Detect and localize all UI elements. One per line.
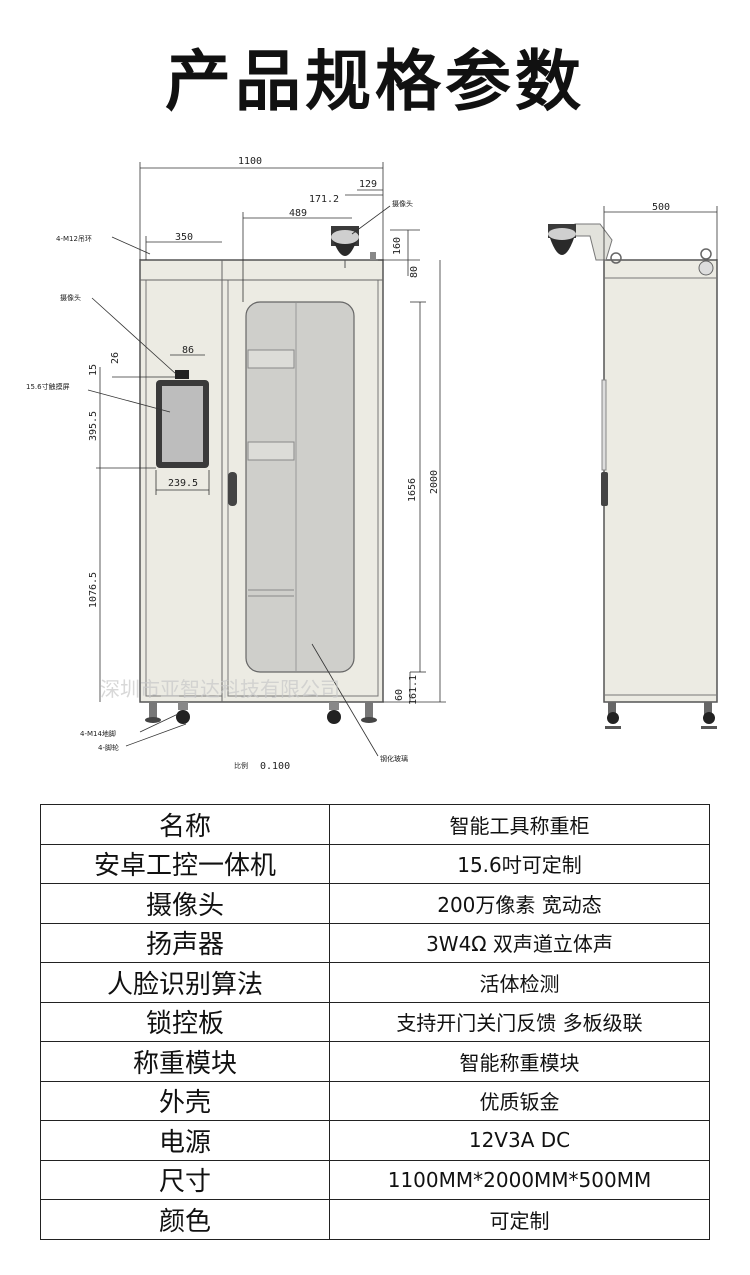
dim-depth: 500	[652, 202, 670, 213]
spec-value: 活体检测	[329, 962, 710, 1003]
side-handle	[601, 472, 608, 506]
dim-total-height: 2000	[429, 470, 440, 494]
dim-camera-offset: 171.2	[309, 194, 339, 205]
glass-window	[245, 301, 355, 673]
spec-name: 人脸识别算法	[40, 962, 330, 1003]
dim-screen-top-a: 26	[110, 352, 121, 364]
table-row: 外壳优质钣金	[40, 1080, 710, 1121]
dim-screen-top-b: 15	[88, 364, 99, 376]
spec-name: 尺寸	[40, 1159, 330, 1200]
side-body	[603, 259, 718, 703]
watermark: 深圳市亚智达科技有限公司	[100, 677, 340, 701]
table-row: 锁控板支持开门关门反馈 多板级联	[40, 1001, 710, 1042]
wheel	[327, 710, 341, 724]
technical-drawing: 1100 171.2 129 489 350 86 239.5 160 80 1…	[26, 156, 718, 772]
page-title: 产品规格参数	[165, 43, 585, 120]
dim-bottom-height: 1076.5	[88, 572, 99, 608]
spec-name: 名称	[40, 804, 330, 845]
dim-door-bottom: 161.1	[408, 675, 419, 705]
table-row: 颜色可定制	[40, 1199, 710, 1240]
label-camera-front: 摄像头	[60, 293, 81, 302]
table-row: 称重模块智能称重模块	[40, 1041, 710, 1082]
side-wheel	[703, 712, 715, 724]
front-view	[139, 226, 384, 724]
spec-value: 1100MM*2000MM*500MM	[329, 1159, 710, 1200]
shelf	[247, 349, 295, 369]
side-wheel	[607, 712, 619, 724]
spec-name: 锁控板	[40, 1001, 330, 1042]
dim-width: 1100	[238, 156, 262, 167]
side-view	[548, 223, 718, 729]
spec-value: 支持开门关门反馈 多板级联	[329, 1001, 710, 1042]
spec-name: 扬声器	[40, 922, 330, 963]
spec-name: 安卓工控一体机	[40, 843, 330, 884]
label-wheels: 4-脚轮	[98, 743, 119, 752]
door-handle	[228, 472, 237, 506]
dim-camera-height: 160	[392, 237, 403, 255]
dim-screen-height: 395.5	[88, 411, 99, 441]
table-row: 人脸识别算法活体检测	[40, 962, 710, 1003]
top-camera	[331, 226, 359, 268]
small-camera	[175, 370, 189, 379]
dim-foot-height: 60	[394, 689, 405, 701]
spec-value: 200万像素 宽动态	[329, 883, 710, 924]
label-glass: 钢化玻璃	[380, 754, 408, 763]
dim-screen-left: 350	[175, 232, 193, 243]
spec-name: 外壳	[40, 1080, 330, 1121]
dim-screen-width: 239.5	[168, 478, 198, 489]
shelf	[247, 441, 295, 461]
spec-name: 摄像头	[40, 883, 330, 924]
spec-value: 智能工具称重柜	[329, 804, 710, 845]
spec-name: 称重模块	[40, 1041, 330, 1082]
label-camera-top: 摄像头	[392, 199, 413, 208]
spec-name: 电源	[40, 1120, 330, 1161]
dim-door-height: 1656	[407, 478, 418, 502]
spec-value: 智能称重模块	[329, 1041, 710, 1082]
table-row: 名称智能工具称重柜	[40, 804, 710, 845]
wheel	[176, 710, 190, 724]
spec-value: 优质钣金	[329, 1080, 710, 1121]
dim-door-width: 489	[289, 208, 307, 219]
label-touch-screen: 15.6寸触摸屏	[26, 382, 70, 391]
spec-value: 12V3A DC	[329, 1120, 710, 1161]
scale-value: 0.100	[260, 761, 290, 772]
touch-screen-display	[162, 386, 203, 462]
label-scale: 比例	[234, 761, 248, 770]
label-lifting-ring: 4-M12吊环	[56, 235, 92, 243]
spec-name: 颜色	[40, 1199, 330, 1240]
spec-value: 3W4Ω 双声道立体声	[329, 922, 710, 963]
spec-value: 可定制	[329, 1199, 710, 1240]
dim-camera-width: 129	[359, 179, 377, 190]
dim-camera-gap: 80	[409, 266, 420, 278]
dim-camera2-width: 86	[182, 345, 194, 356]
label-feet: 4-M14地脚	[80, 729, 116, 738]
spec-value: 15.6吋可定制	[329, 843, 710, 884]
